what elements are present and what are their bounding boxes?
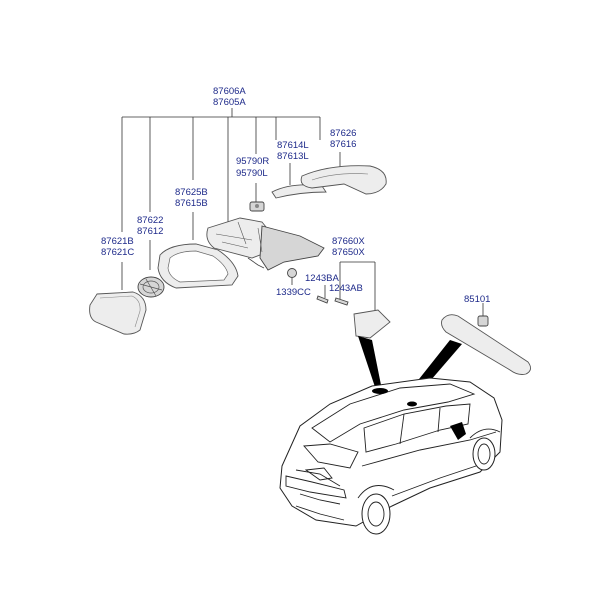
- leader-lines: [121, 108, 484, 318]
- label-87612: 87612: [137, 226, 163, 237]
- label-87616: 87616: [330, 139, 356, 150]
- label-87621B: 87621B: [101, 236, 134, 247]
- label-87606A: 87606A: [213, 86, 246, 97]
- label-87605A: 87605A: [213, 97, 246, 108]
- label-87622: 87622: [137, 215, 163, 226]
- part-labels: 87606A 87605A 87626 87616 87614L 87613L …: [101, 86, 490, 305]
- label-87614L: 87614L: [277, 140, 309, 151]
- room-mirror: [441, 314, 531, 375]
- vehicle-illustration: [279, 377, 503, 535]
- label-87626: 87626: [330, 128, 356, 139]
- label-95790R: 95790R: [236, 156, 269, 167]
- mirror-body: [206, 217, 325, 271]
- label-87650X: 87650X: [332, 247, 365, 258]
- label-95790L: 95790L: [236, 168, 268, 179]
- label-87625B: 87625B: [175, 187, 208, 198]
- mirror-housing-frame: [157, 243, 239, 289]
- label-87613L: 87613L: [277, 151, 309, 162]
- label-85101: 85101: [464, 294, 490, 305]
- label-1339CC: 1339CC: [276, 287, 311, 298]
- label-87660X: 87660X: [332, 236, 365, 247]
- label-87621C: 87621C: [101, 247, 134, 258]
- mirror-scalp-cover: [300, 165, 387, 195]
- side-camera: [249, 201, 265, 212]
- inside-cover: [353, 309, 391, 339]
- mirror-actuator: [137, 276, 165, 298]
- mirror-glass: [89, 291, 147, 335]
- label-87615B: 87615B: [175, 198, 208, 209]
- label-1243AB: 1243AB: [329, 283, 363, 294]
- grommet-1339CC: [287, 268, 297, 278]
- label-1243BA: 1243BA: [305, 273, 339, 284]
- screws: [316, 295, 349, 306]
